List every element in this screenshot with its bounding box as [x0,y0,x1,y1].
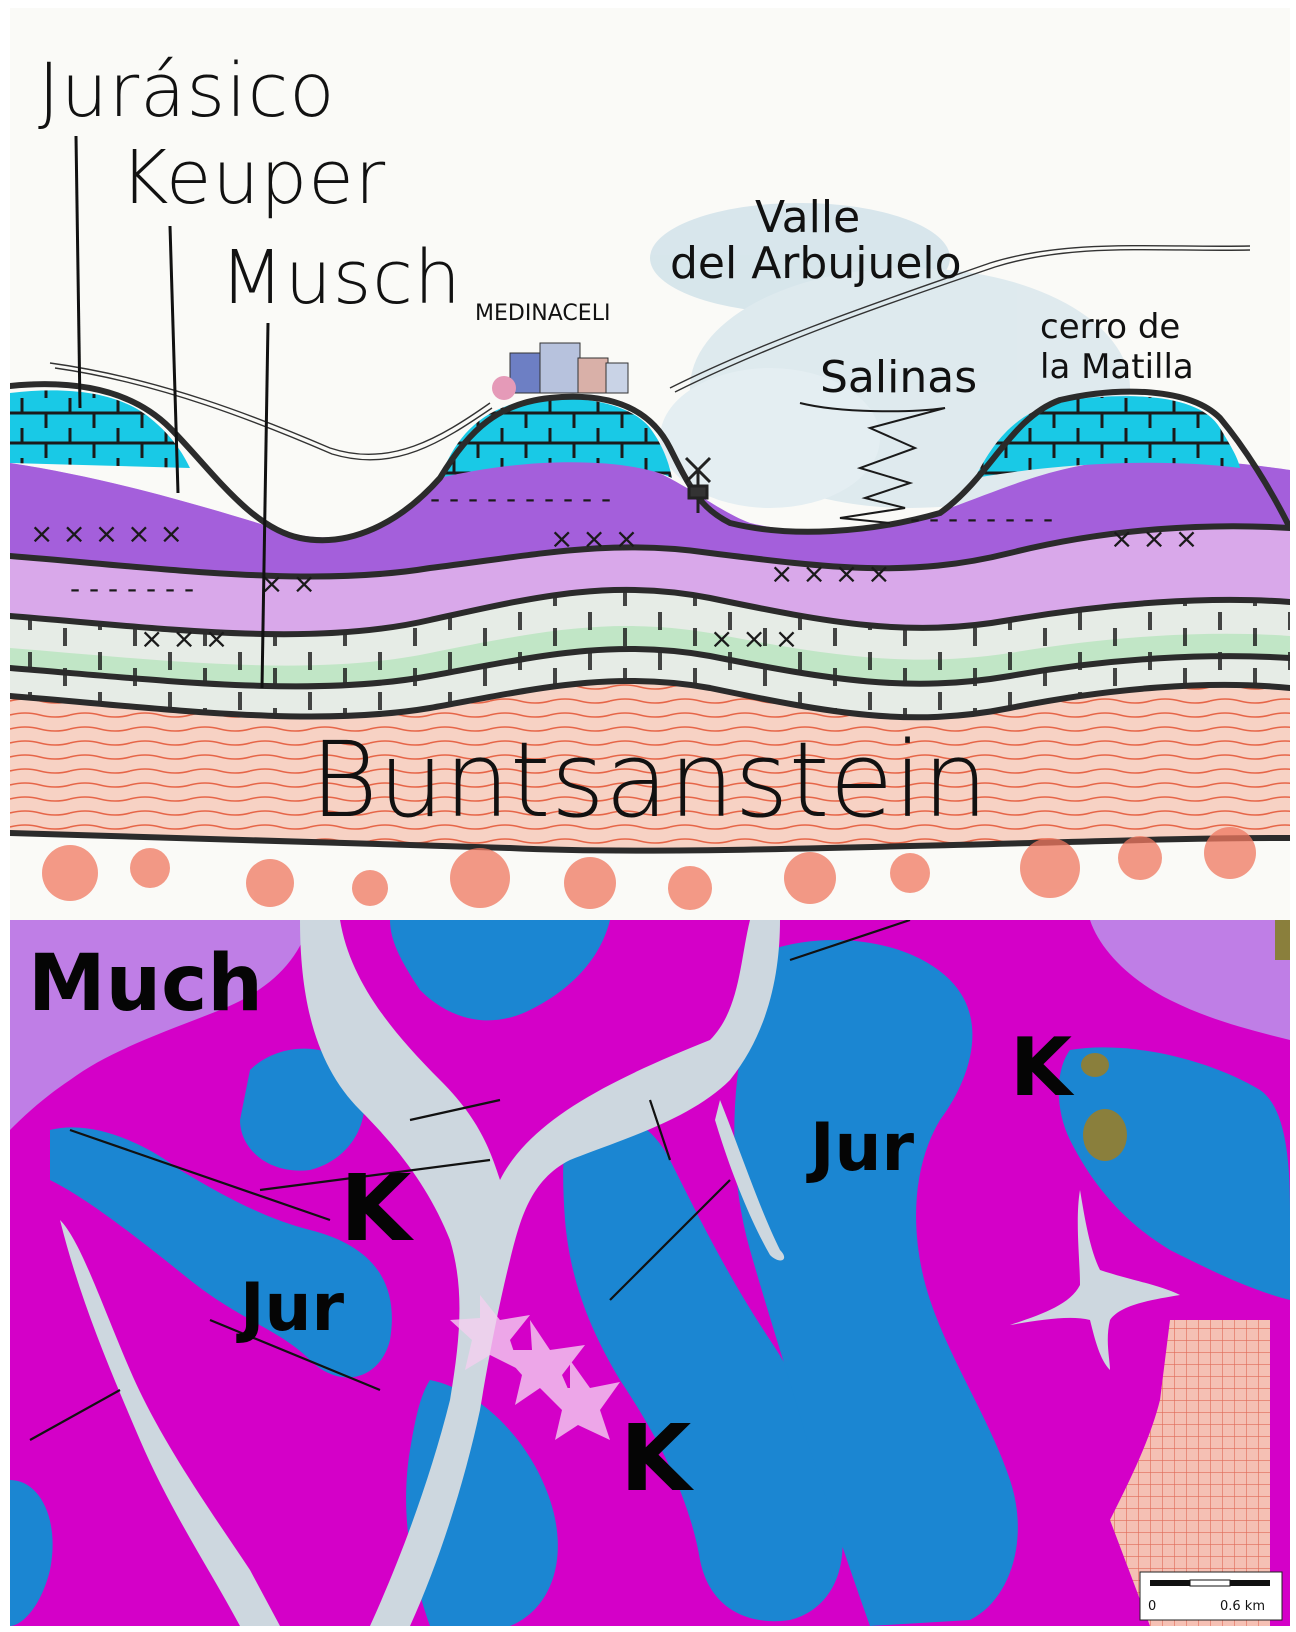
map-label-much: Much [28,939,263,1029]
label-cerro-line2: la Matilla [1040,347,1194,387]
svg-text:× × × × ×: × × × × × [30,517,183,550]
svg-text:× ×: × × [260,567,316,600]
svg-text:× × ×: × × × [1110,522,1198,555]
scale-bar: 0 0.6 km [1140,1572,1282,1620]
label-valle-line2: del Arbujuelo [670,238,962,289]
svg-text:× × ×: × × × [140,622,228,655]
label-salinas: Salinas [820,352,977,403]
label-medinaceli: MEDINACELI [475,301,610,326]
svg-text:- - - - - - - -: - - - - - - - - [910,502,1053,535]
label-buntsandstein: Buntsanstein [310,719,988,841]
map-label-k-center: K [340,1155,415,1262]
svg-text:× × ×: × × × [710,622,798,655]
svg-text:× × × ×: × × × × [770,557,891,590]
label-cerro-line1: cerro de [1040,307,1180,347]
geologic-map: Much K K K Jur Jur 0 0.6 km [10,920,1290,1626]
label-jurasico: Jurásico [38,48,336,134]
svg-text:- - - - - - - - - -: - - - - - - - - - - [430,482,611,515]
map-label-k-ne: K [1010,1021,1075,1114]
medinaceli-village [492,343,628,400]
map-label-k-south: K [620,1405,695,1512]
label-valle-line1: Valle [755,192,860,243]
svg-text:- - - - - - -: - - - - - - - [70,572,194,605]
cross-section-drawing: × × × × × × × × × × × × × × × × × - - - … [10,8,1290,920]
label-keuper: Keuper [120,135,386,221]
scale-end: 0.6 km [1220,1599,1265,1614]
scale-start: 0 [1148,1599,1156,1614]
map-label-jur-east: Jur [806,1109,915,1186]
jurassic-cap-left [10,390,190,468]
label-musch: Musch [220,235,462,321]
map-label-jur-west: Jur [236,1269,345,1346]
geologic-cross-section: × × × × × × × × × × × × × × × × × - - - … [10,8,1290,920]
map-drawing: Much K K K Jur Jur 0 0.6 km [10,920,1290,1626]
svg-text:× × ×: × × × [550,522,638,555]
